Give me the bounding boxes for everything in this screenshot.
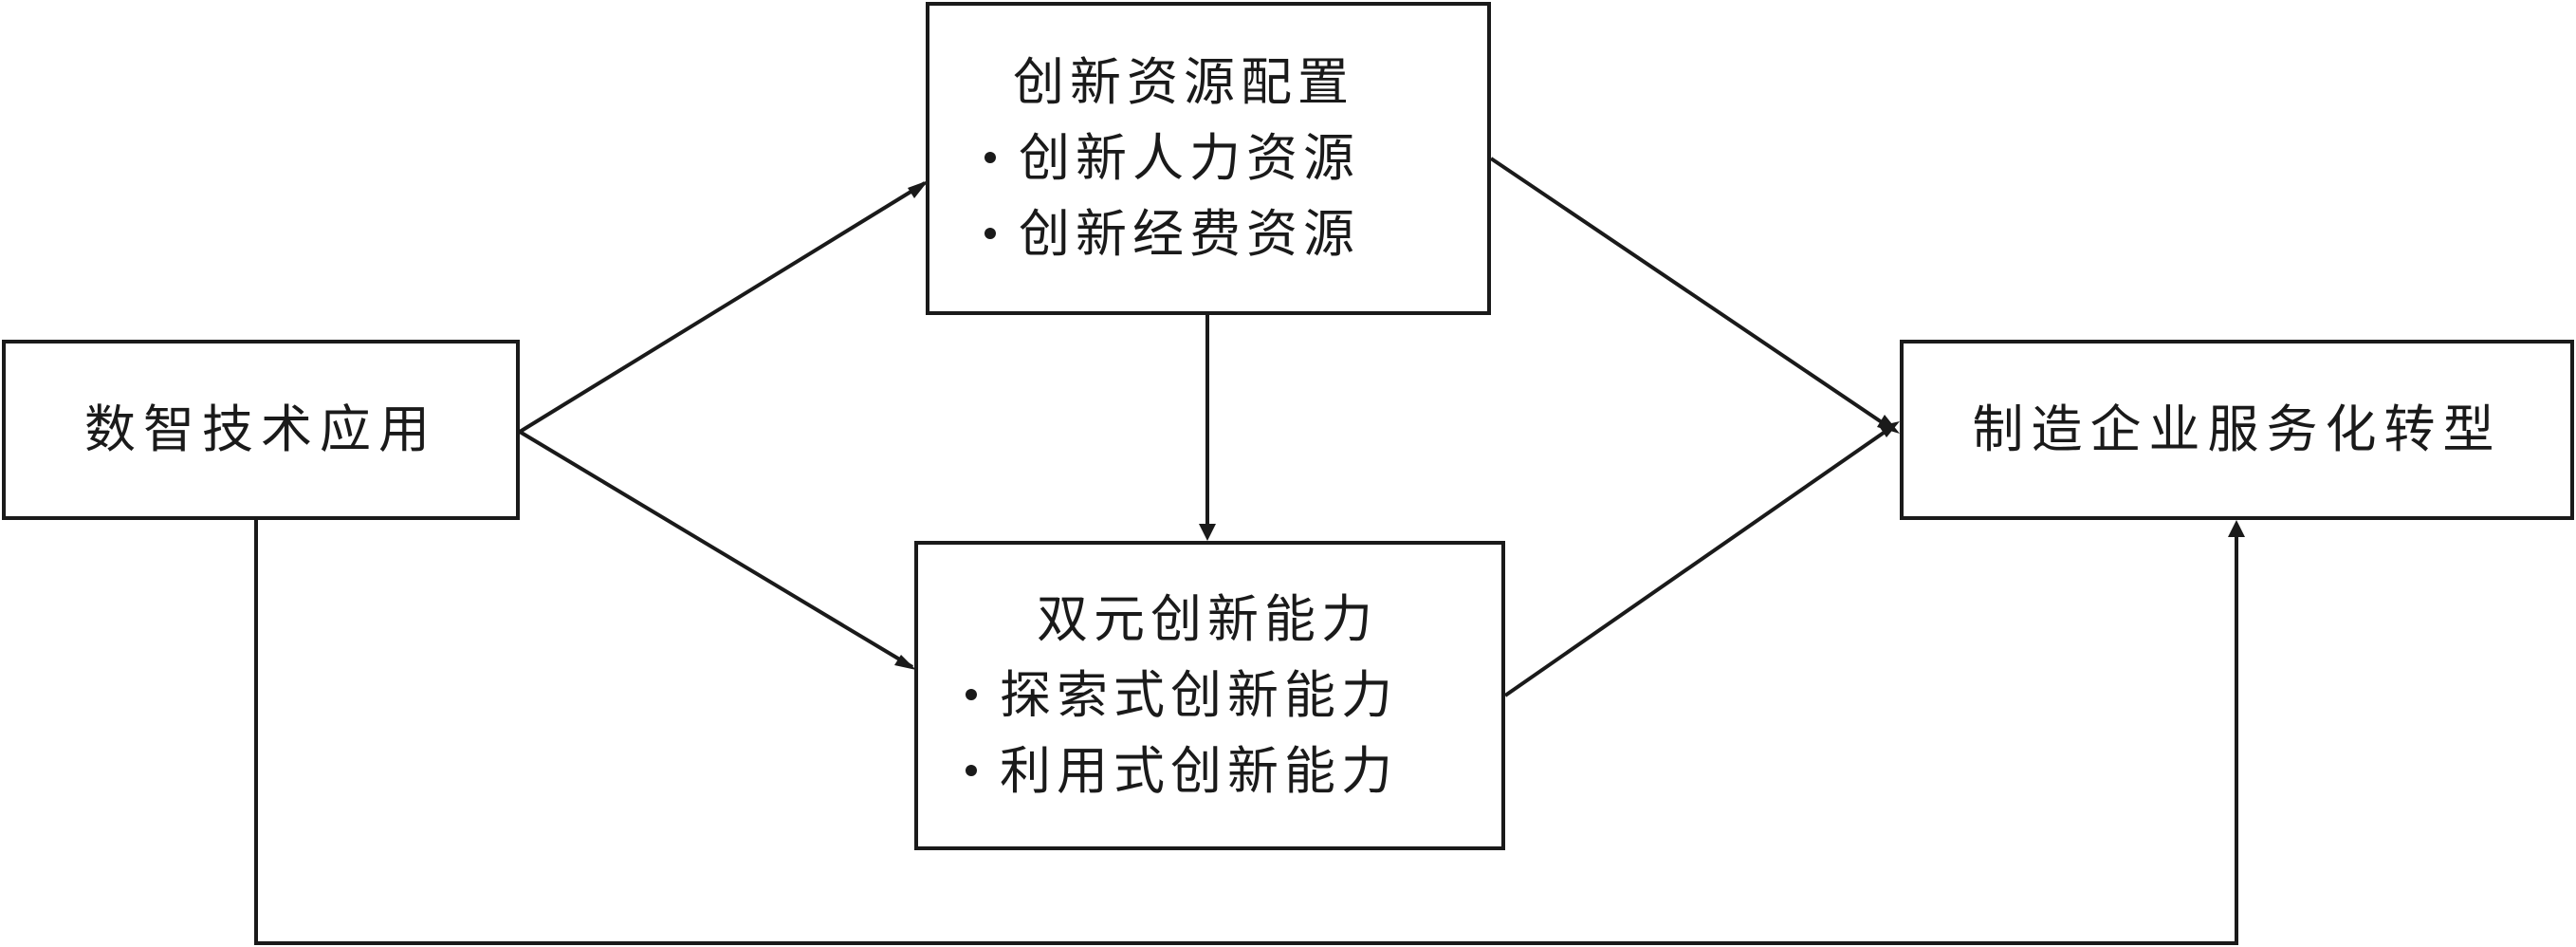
capability-item-label: 探索式创新能力: [1000, 665, 1398, 725]
capability-title-text: 双元创新能力: [1037, 589, 1378, 649]
resource-title-text: 创新资源配置: [1013, 52, 1354, 112]
node-dual-innovation-capability: 双元创新能力 探索式创新能力 利用式创新能力: [914, 541, 1505, 850]
node-manufacturing-servitization-label: 制造企业服务化转型: [1972, 399, 2502, 459]
arrowhead-capability-to-outcome: [1879, 421, 1900, 437]
edge-capability-to-outcome: [1503, 431, 1886, 697]
capability-item: 探索式创新能力: [966, 658, 1501, 733]
capability-item: 利用式创新能力: [966, 733, 1501, 809]
capability-item-label: 利用式创新能力: [1000, 741, 1398, 801]
arrowhead-tech-to-resource: [908, 180, 929, 198]
bullet-icon: [984, 228, 996, 240]
node-digital-tech-application-label: 数智技术应用: [84, 399, 437, 459]
arrowhead-resource-to-capability: [1199, 524, 1216, 541]
bullet-icon: [966, 765, 977, 777]
node-innovation-resource-allocation: 创新资源配置 创新人力资源 创新经费资源: [926, 2, 1491, 315]
edge-resource-to-outcome: [1489, 157, 1884, 424]
edge-tech-to-capability: [518, 430, 914, 669]
bullet-icon: [966, 689, 977, 701]
node-manufacturing-servitization: 制造企业服务化转型: [1900, 340, 2574, 520]
edge-tech-to-resource: [518, 181, 927, 434]
node-innovation-resource-allocation-title: 创新资源配置: [1013, 45, 1487, 121]
arrowhead-tech-to-capability: [894, 655, 916, 670]
resource-item-label: 创新经费资源: [1019, 204, 1360, 264]
resource-item-label: 创新人力资源: [1019, 128, 1360, 188]
node-dual-innovation-capability-title: 双元创新能力: [1037, 582, 1501, 658]
resource-item: 创新人力资源: [984, 121, 1487, 196]
resource-item: 创新经费资源: [984, 196, 1487, 272]
arrowhead-tech-to-outcome: [2228, 520, 2245, 537]
edge-tech-to-outcome: [254, 520, 2238, 945]
node-digital-tech-application: 数智技术应用: [2, 340, 520, 520]
bullet-icon: [984, 152, 996, 164]
